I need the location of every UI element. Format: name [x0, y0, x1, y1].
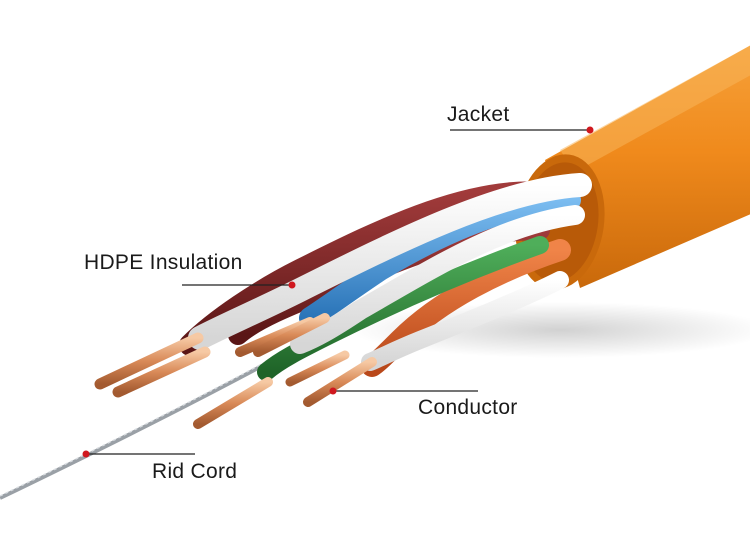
jacket-label: Jacket — [447, 103, 510, 126]
callout-hdpe — [182, 281, 296, 289]
rid-cord-label: Rid Cord — [152, 460, 238, 483]
pair-white — [188, 173, 592, 371]
callout-conductor — [329, 387, 478, 395]
floor-shadow — [350, 302, 750, 358]
callout-jacket — [450, 126, 594, 134]
pair-blue — [299, 189, 581, 329]
callout-rid-cord — [82, 450, 195, 458]
hdpe-insulation-label: HDPE Insulation — [84, 251, 243, 274]
conductor-label: Conductor — [418, 396, 518, 419]
copper-conductors — [94, 313, 377, 429]
